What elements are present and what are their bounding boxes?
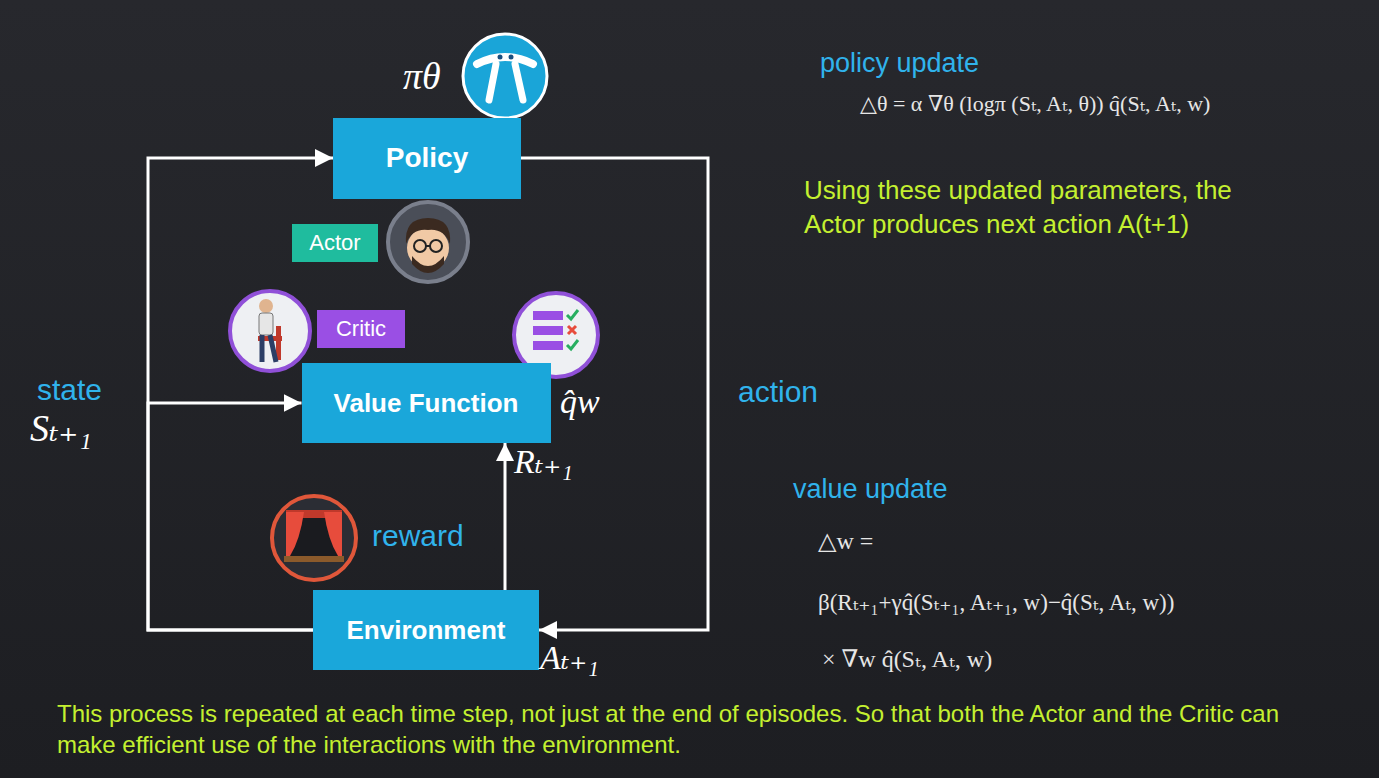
value-box: Value Function bbox=[302, 363, 551, 443]
section-heading: policy update bbox=[820, 46, 979, 81]
signal-name: state bbox=[37, 370, 102, 409]
critic-icon bbox=[230, 291, 310, 371]
node-label: Value Function bbox=[334, 388, 519, 419]
section-heading: value update bbox=[793, 472, 948, 507]
update-formula: β(Rₜ₊₁+γq̂(Sₜ₊₁, Aₜ₊₁, w)−q̂(Sₜ, Aₜ, w)) bbox=[818, 588, 1174, 618]
node-label: Critic bbox=[336, 316, 386, 342]
signal-name: reward bbox=[372, 516, 464, 555]
value-symbol: q̂w bbox=[560, 380, 600, 424]
policy-icon bbox=[463, 34, 547, 118]
role-tag: Actor bbox=[292, 224, 378, 262]
policy-box: Policy bbox=[333, 118, 521, 199]
update-formula: × ∇w q̂(Sₜ, Aₜ, w) bbox=[822, 644, 992, 675]
update-formula: △θ = α ∇θ (logπ (Sₜ, Aₜ, θ)) q̂(Sₜ, Aₜ, … bbox=[860, 90, 1210, 119]
node-label: Environment bbox=[347, 615, 506, 646]
signal-symbol: Rₜ₊₁ bbox=[514, 440, 573, 484]
flow-arrow bbox=[504, 443, 507, 590]
signal-name: action bbox=[738, 372, 818, 411]
environment-icon bbox=[272, 496, 356, 580]
node-label: Policy bbox=[386, 142, 468, 174]
signal-symbol: Sₜ₊₁ bbox=[30, 404, 92, 453]
role-tag: Critic bbox=[317, 310, 405, 348]
note-text: This process is repeated at each time st… bbox=[57, 698, 1327, 760]
policy-symbol: πθ bbox=[403, 52, 441, 101]
node-label: Actor bbox=[309, 230, 360, 256]
flow-arrow bbox=[148, 403, 313, 630]
update-formula: △w = bbox=[818, 526, 873, 557]
actor-icon bbox=[388, 202, 468, 282]
environment-box: Environment bbox=[313, 590, 539, 670]
signal-symbol: Aₜ₊₁ bbox=[540, 636, 599, 680]
note-text: Using these updated parameters, the Acto… bbox=[804, 174, 1284, 242]
